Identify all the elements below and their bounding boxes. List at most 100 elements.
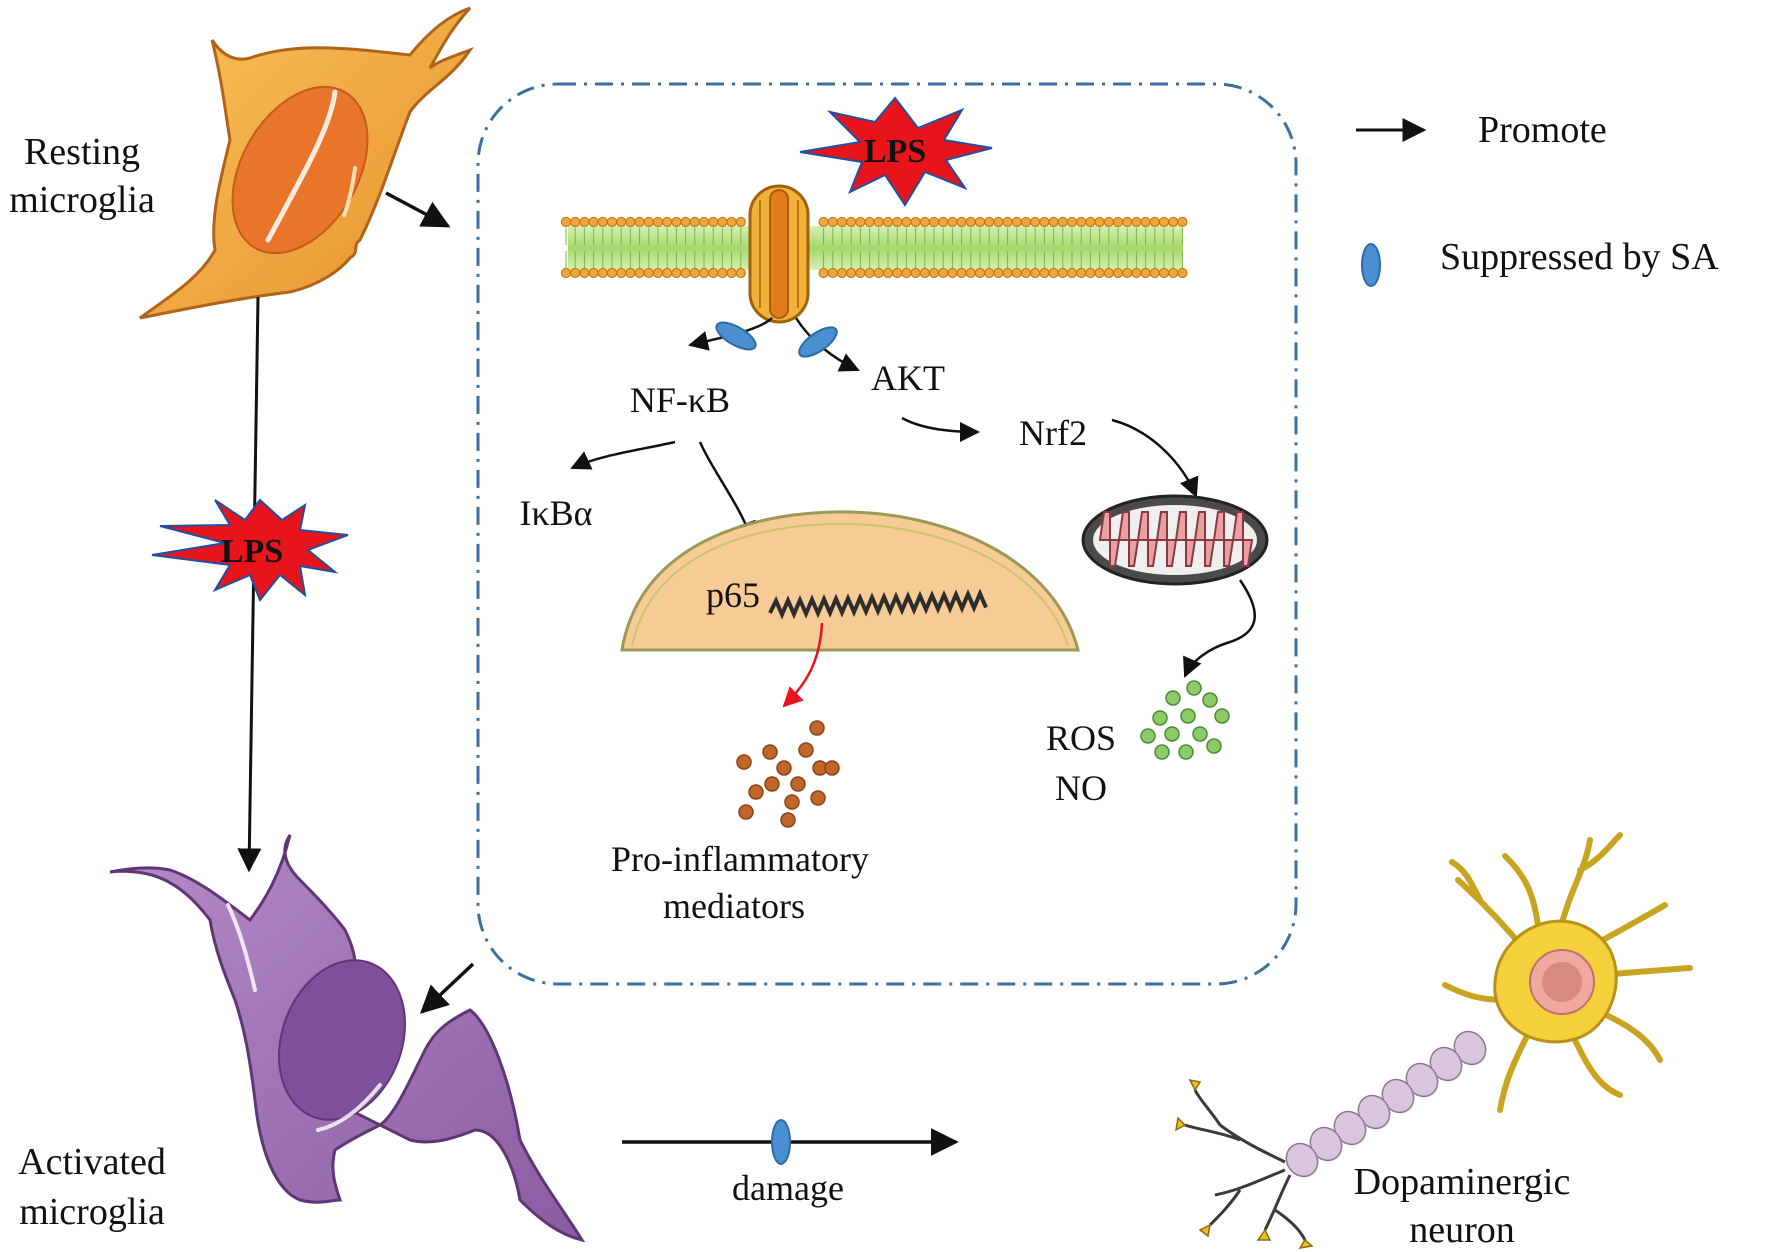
lipid-head: [606, 216, 618, 228]
lipid-head: [1002, 216, 1013, 228]
lipid-head: [1039, 216, 1050, 228]
dopaminergic-label-line1: Dopaminergic: [1354, 1161, 1571, 1203]
lipid-head: [698, 267, 710, 279]
lipid-head: [1168, 216, 1179, 228]
lipid-head: [938, 267, 949, 279]
starburst-icon: [151, 498, 349, 602]
lipid-head: [928, 267, 940, 279]
lipid-head: [1002, 267, 1013, 279]
activated-label-line2: microglia: [19, 1191, 165, 1233]
lipid-head: [1177, 267, 1188, 279]
lipid-head: [919, 267, 930, 279]
pro-inflammatory-dot: [780, 812, 796, 828]
ros-label: ROS: [1046, 718, 1116, 758]
lipid-head: [855, 267, 866, 279]
arrow-nfkb-to-ikba: [570, 440, 676, 470]
ros-dot: [1140, 728, 1156, 744]
lipid-head: [708, 216, 719, 228]
axon-segments: [1285, 1030, 1487, 1178]
lipid-head: [965, 267, 976, 279]
nrf2-label: Nrf2: [1019, 413, 1087, 453]
lipid-head: [1030, 267, 1041, 279]
lipid-tails: [565, 228, 1183, 268]
dopaminergic-neuron-illustration: [1175, 832, 1693, 1250]
lipid-head: [625, 216, 636, 228]
lipid-head: [1030, 216, 1041, 228]
lipid-head: [1085, 216, 1096, 228]
activated-label-line1: Activated: [18, 1141, 166, 1183]
lipid-head: [1177, 216, 1188, 228]
lipid-head: [938, 216, 949, 228]
lipid-head: [643, 216, 654, 228]
lipid-head: [956, 267, 967, 279]
no-label: NO: [1055, 768, 1107, 808]
lipid-head: [1158, 267, 1170, 279]
lipid-head: [1131, 216, 1142, 228]
lipid-head: [680, 216, 691, 228]
lipid-heads-bottom: [560, 267, 1188, 279]
lipid-head: [1048, 267, 1059, 279]
lipid-head: [1076, 267, 1087, 279]
resting-label-line1: Resting: [24, 131, 140, 173]
pro-inflammatory-dot: [810, 790, 826, 806]
lipid-head: [597, 267, 608, 279]
legend-suppressed-label: Suppressed by SA: [1440, 236, 1719, 278]
pro-inflammatory-dot: [748, 784, 764, 800]
ros-dot: [1214, 708, 1230, 724]
lipid-head: [1020, 216, 1032, 228]
blue-ellipse-icon: [1361, 243, 1381, 287]
lipid-head: [570, 216, 581, 228]
arrow-p65-to-mediators: [782, 622, 824, 708]
lipid-head: [625, 267, 636, 279]
lipid-head: [855, 216, 866, 228]
lipid-head: [910, 267, 921, 279]
lipid-head: [965, 216, 976, 228]
lipid-head: [827, 267, 838, 279]
pro-inflammatory-dot: [790, 776, 806, 792]
lipid-head: [1103, 216, 1114, 228]
lipid-head: [1149, 216, 1160, 228]
dopaminergic-label-line2: neuron: [1409, 1209, 1515, 1251]
pro-inflammatory-dot: [738, 804, 754, 820]
suppressed-marker-akt: [798, 326, 838, 358]
activated-nucleus: [278, 959, 406, 1121]
lipid-head: [1048, 216, 1059, 228]
pro-inflammatory-dot: [762, 744, 778, 760]
lps-burst-membrane: LPS: [799, 96, 993, 207]
pathway-box: [476, 82, 1298, 986]
activated-microglia-illustration: [109, 834, 586, 1243]
ros-dot: [1186, 680, 1202, 696]
lipid-head: [1122, 267, 1133, 279]
lipid-head: [735, 216, 746, 228]
pro-inflammatory-dot: [776, 760, 792, 776]
lipid-head: [836, 267, 848, 279]
lipid-head: [634, 216, 645, 228]
lipid-head: [947, 267, 958, 279]
lipid-head: [892, 267, 903, 279]
lipid-head: [1057, 216, 1068, 228]
arrow-mitochondrion-to-ros: [1183, 579, 1256, 678]
lipid-head: [1076, 216, 1087, 228]
lipid-head: [717, 216, 728, 228]
lipid-head: [1149, 267, 1160, 279]
lps-outside-label: LPS: [221, 533, 283, 570]
lipid-head: [689, 267, 700, 279]
arrow-resting-to-pathway: [385, 191, 451, 228]
cell-membrane: [560, 216, 1188, 279]
legend: Promote Suppressed by SA: [1356, 109, 1719, 287]
resting-microglia-illustration: [139, 6, 474, 320]
lipid-head: [1039, 267, 1050, 279]
lipid-head: [616, 216, 627, 228]
lipid-head: [1020, 267, 1032, 279]
lipid-head: [901, 267, 912, 279]
lipid-head: [882, 216, 894, 228]
suppressed-marker-damage: [771, 1119, 791, 1165]
lipid-head: [643, 267, 654, 279]
lipid-head: [919, 216, 930, 228]
lipid-head: [846, 216, 857, 228]
pro-inflammatory-dots: [736, 720, 840, 828]
lipid-head: [662, 267, 673, 279]
pro-inflammatory-dot: [736, 754, 752, 770]
lipid-head: [1122, 216, 1133, 228]
ros-dot: [1202, 692, 1218, 708]
